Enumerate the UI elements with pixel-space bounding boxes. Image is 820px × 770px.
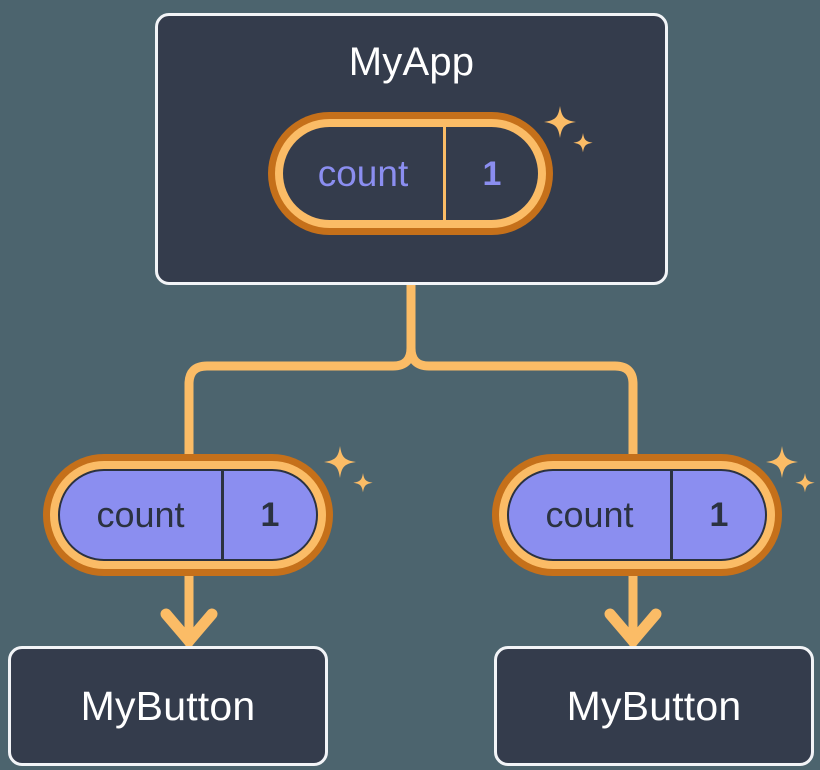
state-value-label: 1	[482, 154, 502, 193]
component-box-mybutton-left[interactable]: MyButton	[8, 646, 328, 766]
arrow-down-icon-right	[604, 570, 662, 648]
state-key-label: count	[317, 153, 409, 194]
component-title-mybutton-right: MyButton	[566, 682, 742, 729]
branch-fork-connector	[184, 280, 638, 460]
state-pill-body: count 1	[492, 454, 782, 576]
state-pill-mybutton-left[interactable]: count 1	[43, 454, 333, 576]
state-pill-body: count 1	[268, 112, 553, 235]
component-title-myapp: MyApp	[348, 40, 475, 84]
state-pill-core: count 1	[58, 469, 318, 561]
state-value-label: 1	[260, 496, 280, 534]
state-pill-inner-ring: count 1	[50, 461, 326, 569]
state-pill-divider	[443, 127, 446, 220]
state-pill-mybutton-right[interactable]: count 1	[492, 454, 782, 576]
state-pill-myapp[interactable]: count 1	[268, 112, 553, 235]
state-key-label: count	[545, 494, 634, 535]
component-title-mybutton-left: MyButton	[80, 682, 256, 729]
arrow-down-icon-left	[160, 570, 218, 648]
state-key-label: count	[96, 494, 185, 535]
sparkle-small	[795, 473, 815, 493]
state-pill-core: count 1	[507, 469, 767, 561]
state-pill-inner-ring: count 1	[499, 461, 775, 569]
state-pill-divider	[670, 471, 673, 559]
state-pill-divider	[221, 471, 224, 559]
state-pill-core: count 1	[283, 127, 538, 220]
state-value-label: 1	[709, 496, 729, 534]
state-pill-inner-ring: count 1	[275, 119, 546, 228]
component-box-mybutton-right[interactable]: MyButton	[494, 646, 814, 766]
state-pill-body: count 1	[43, 454, 333, 576]
sparkle-small	[353, 473, 373, 493]
